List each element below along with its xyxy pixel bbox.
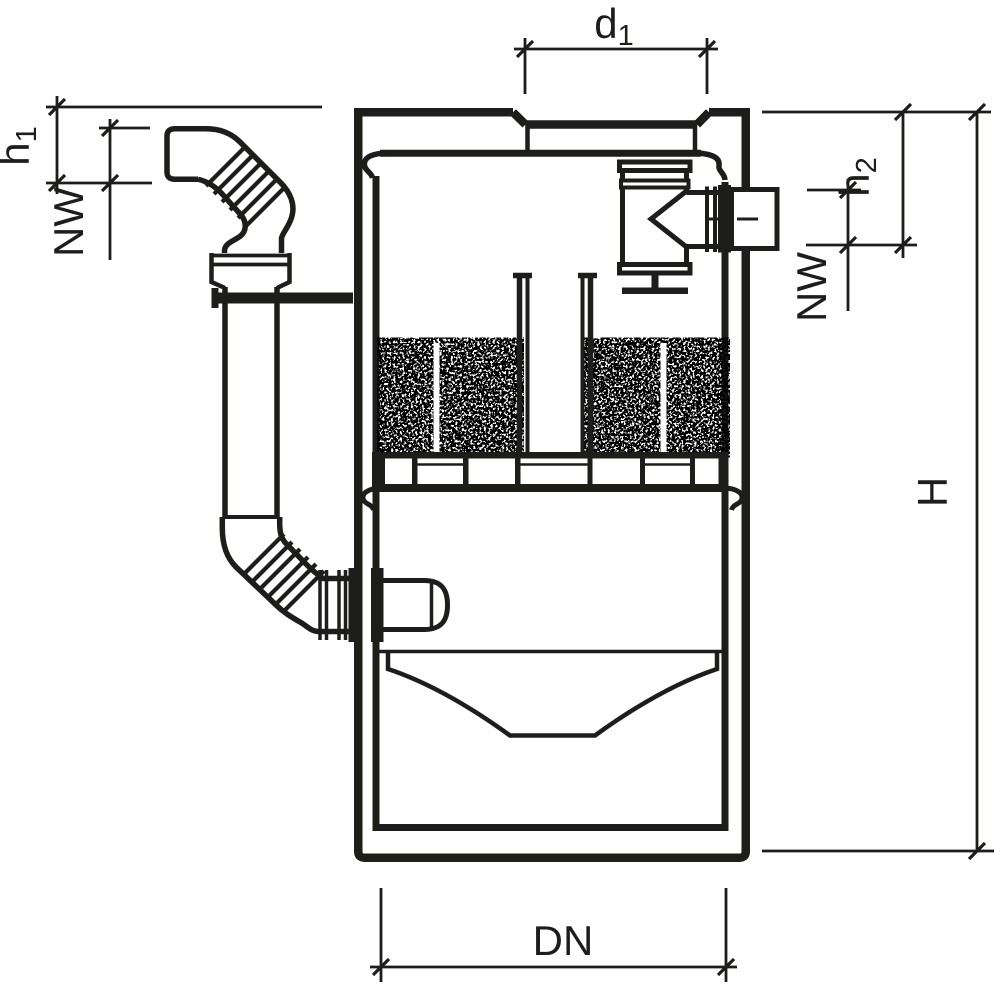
nw-left-tick-top [100, 118, 120, 138]
section-joint-ogee-left [360, 485, 382, 511]
media-divider-left [433, 343, 440, 452]
upper-coupling-rim-lines [211, 253, 290, 267]
section-joint-ogee-right [723, 485, 745, 511]
siphon-collar [619, 178, 691, 190]
upper-elbow-corrugation-ribs [204, 144, 288, 228]
grate-foot [592, 458, 640, 484]
wall-bracket [216, 292, 353, 304]
dimension-H: H [762, 102, 994, 861]
inlet-wall-gasket-outer [348, 568, 362, 642]
inlet-pipe-horizontal [164, 126, 206, 182]
H-label: H [909, 477, 956, 507]
H-tick-bottom [967, 841, 987, 861]
dimension-DN: DN [370, 888, 737, 982]
siphon-bottom-cap [617, 262, 693, 276]
inlet-piping [164, 126, 451, 642]
upper-elbow-inner-edge [197, 176, 248, 253]
grate-foot [520, 458, 588, 484]
dimension-annotations: d1 h1 NW h2 [0, 0, 994, 982]
inlet-stub-inside [383, 578, 451, 632]
lower-elbow-outer-edge [219, 517, 352, 635]
tank-shell [354, 108, 750, 862]
nw-right-tick-bottom [838, 235, 858, 255]
lower-elbow-inner-edge [276, 517, 352, 582]
DN-tick-left [371, 957, 391, 977]
bracket-clamp [211, 288, 219, 308]
rim-ogee-left [361, 150, 386, 179]
funnel-profile [385, 653, 720, 738]
d1-tick-right [697, 39, 717, 59]
siphon-cone [646, 189, 689, 249]
grate-foot [417, 458, 463, 484]
H-tick-top [967, 102, 987, 122]
media-block-right [589, 343, 723, 452]
DN-label: DN [533, 917, 594, 964]
d1-label: d1 [594, 0, 634, 52]
sediment-funnel [379, 649, 722, 738]
media-support-grate [360, 452, 745, 511]
filter-media [384, 343, 723, 452]
dimension-h2: h2 [762, 102, 991, 258]
upper-coupling-sides [209, 253, 292, 291]
siphon-foot [622, 287, 688, 294]
nw-right-tick-top [838, 180, 858, 200]
grate-foot [645, 458, 690, 484]
h1-label: h1 [0, 126, 43, 166]
h1-tick-top [47, 97, 67, 117]
siphon-stem [651, 272, 659, 288]
dimension-h1: h1 [0, 96, 322, 194]
nw-left-label: NW [45, 187, 92, 257]
lower-coupling-rings [318, 570, 348, 640]
inner-liner-path [372, 176, 729, 831]
grate-foot [695, 458, 719, 484]
outlet-assembly [617, 159, 780, 294]
media-block-left [384, 343, 517, 452]
DN-tick-right [716, 957, 736, 977]
column-outer-walls [516, 276, 594, 452]
column-inner-walls [525, 278, 585, 452]
d1-tick-left [515, 39, 535, 59]
media-divider-right [660, 343, 667, 452]
lid-end-edges [525, 124, 698, 152]
dimension-nw-left: NW [45, 118, 150, 260]
upper-elbow-outer-edge [205, 126, 296, 253]
outlet-wall-gasket [718, 185, 731, 253]
outer-shell-path [354, 108, 750, 862]
dimension-nw-right: NW [788, 179, 861, 322]
h2-tick-bottom [893, 235, 913, 255]
central-column [513, 272, 597, 452]
grate-foot [468, 458, 515, 484]
grate-foot [385, 458, 412, 484]
siphon-top-cap [617, 159, 693, 173]
inlet-wall-gasket-inner [371, 568, 384, 642]
nw-left-tick-bottom [100, 173, 120, 193]
h2-tick-top [893, 102, 913, 122]
h1-tick-bottom [47, 173, 67, 193]
nw-right-label: NW [788, 252, 835, 322]
dimension-d1: d1 [514, 0, 718, 94]
downpipe-walls [222, 287, 280, 517]
lower-elbow-corrugation-ribs [242, 532, 326, 613]
rim-ogee-right [696, 150, 728, 181]
